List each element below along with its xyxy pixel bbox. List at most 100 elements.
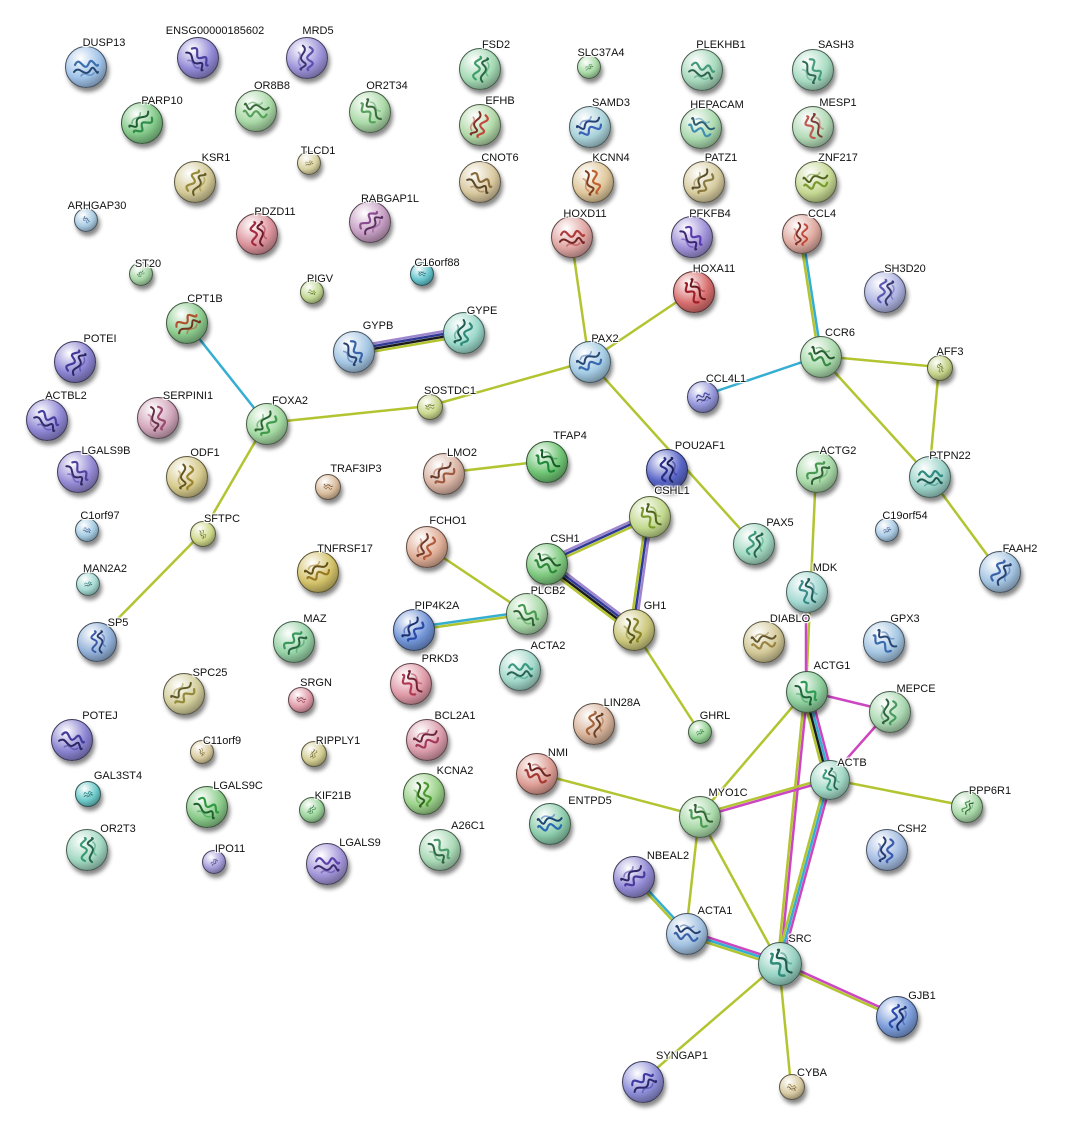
node-LIN28A[interactable] bbox=[573, 703, 615, 745]
node-DIABLO[interactable] bbox=[743, 621, 785, 663]
node-PLEKHB1[interactable] bbox=[681, 49, 723, 91]
node-POTEI[interactable] bbox=[54, 341, 96, 383]
node-MESP1[interactable] bbox=[792, 106, 834, 148]
node-PIGV[interactable] bbox=[300, 280, 324, 304]
node-TLCD1[interactable] bbox=[297, 151, 321, 175]
node-AFF3[interactable] bbox=[927, 355, 953, 381]
node-CSH1[interactable] bbox=[526, 543, 568, 585]
node-SRC[interactable] bbox=[758, 942, 802, 986]
node-CCL4L1[interactable] bbox=[687, 381, 719, 413]
node-CNOT6[interactable] bbox=[459, 161, 501, 203]
node-CPT1B[interactable] bbox=[166, 302, 208, 344]
node-GH1[interactable] bbox=[613, 609, 655, 651]
edge-ACTG1-MYO1C[interactable] bbox=[698, 690, 807, 817]
node-GHRL[interactable] bbox=[688, 720, 712, 744]
node-SYNGAP1[interactable] bbox=[622, 1061, 664, 1103]
node-NBEAL2[interactable] bbox=[613, 856, 655, 898]
node-GJB1[interactable] bbox=[876, 996, 918, 1038]
node-HOXD11[interactable] bbox=[551, 216, 593, 258]
node-GPX3[interactable] bbox=[863, 621, 905, 663]
node-ARHGAP30[interactable] bbox=[74, 208, 98, 232]
node-PATZ1[interactable] bbox=[683, 161, 725, 203]
node-MAZ[interactable] bbox=[273, 621, 315, 663]
node-ACTB[interactable] bbox=[810, 760, 850, 800]
node-IPO11[interactable] bbox=[202, 850, 226, 874]
node-TFAP4[interactable] bbox=[526, 441, 568, 483]
node-ACTA2[interactable] bbox=[499, 649, 541, 691]
node-MYO1C[interactable] bbox=[679, 796, 721, 838]
node-HEPACAM[interactable] bbox=[680, 107, 722, 149]
node-OR2T34[interactable] bbox=[349, 91, 391, 133]
node-BCL2A1[interactable] bbox=[406, 719, 448, 761]
node-POU2AF1[interactable] bbox=[646, 449, 688, 491]
node-SRGN[interactable] bbox=[288, 687, 314, 713]
node-PIP4K2A[interactable] bbox=[393, 609, 435, 651]
node-OR2T3[interactable] bbox=[66, 829, 108, 871]
node-KCNA2[interactable] bbox=[403, 773, 445, 815]
node-CYBA[interactable] bbox=[779, 1074, 805, 1100]
node-ENTPD5[interactable] bbox=[529, 803, 571, 845]
edge-SFTPC-SP5[interactable] bbox=[95, 532, 203, 642]
node-DUSP13[interactable] bbox=[65, 46, 107, 88]
node-C1orf97[interactable] bbox=[75, 518, 99, 542]
node-ST20[interactable] bbox=[129, 262, 153, 286]
node-FSD2[interactable] bbox=[459, 48, 501, 90]
node-MEPCE[interactable] bbox=[869, 691, 911, 733]
edge-CCR6-PTPN22[interactable] bbox=[819, 355, 930, 477]
node-PAX5[interactable] bbox=[733, 523, 775, 565]
node-GAL3ST4[interactable] bbox=[75, 781, 101, 807]
node-LGALS9C[interactable] bbox=[186, 786, 228, 828]
node-EFHB[interactable] bbox=[459, 104, 501, 146]
node-ACTG2[interactable] bbox=[796, 451, 838, 493]
node-SASH3[interactable] bbox=[792, 49, 834, 91]
node-MDK[interactable] bbox=[786, 571, 828, 613]
node-LGALS9B[interactable] bbox=[57, 451, 99, 493]
node-MAN2A2[interactable] bbox=[76, 572, 100, 596]
node-CSHL1[interactable] bbox=[629, 496, 671, 538]
node-ENSG00000185602[interactable] bbox=[177, 37, 219, 79]
node-SPC25[interactable] bbox=[163, 673, 205, 715]
node-SERPINI1[interactable] bbox=[137, 397, 179, 439]
edge-FOXA2-SOSTDC1[interactable] bbox=[265, 404, 430, 425]
edge-ACTG1-SRC[interactable] bbox=[776, 690, 806, 963]
node-KSR1[interactable] bbox=[174, 161, 216, 203]
node-PTPN22[interactable] bbox=[909, 456, 951, 498]
node-ACTG1[interactable] bbox=[786, 671, 828, 713]
node-SP5[interactable] bbox=[77, 622, 117, 662]
node-SFTPC[interactable] bbox=[190, 521, 216, 547]
node-SOSTDC1[interactable] bbox=[417, 394, 443, 420]
node-C19orf54[interactable] bbox=[875, 518, 899, 542]
edge-ACTB-PPP6R1[interactable] bbox=[828, 777, 967, 808]
node-RABGAP1L[interactable] bbox=[349, 201, 391, 243]
node-NMI[interactable] bbox=[516, 753, 558, 795]
node-GYPE[interactable] bbox=[443, 312, 485, 354]
edge-ACTB-SRC[interactable] bbox=[780, 779, 833, 965]
node-FCHO1[interactable] bbox=[406, 526, 448, 568]
edge-SOSTDC1-PAX2[interactable] bbox=[428, 359, 590, 408]
node-CCL4[interactable] bbox=[782, 214, 822, 254]
node-PPP6R1[interactable] bbox=[951, 791, 983, 823]
node-A26C1[interactable] bbox=[419, 829, 461, 871]
node-GYPB[interactable] bbox=[333, 331, 375, 373]
node-SLC37A4[interactable] bbox=[577, 55, 601, 79]
node-KIF21B[interactable] bbox=[299, 797, 325, 823]
node-SAMD3[interactable] bbox=[569, 106, 611, 148]
node-PARP10[interactable] bbox=[121, 102, 163, 144]
edge-ACTG1-SRC[interactable] bbox=[779, 691, 809, 964]
node-MRD5[interactable] bbox=[286, 37, 328, 79]
edge-ACTB-MYO1C[interactable] bbox=[699, 779, 830, 819]
node-PAX2[interactable] bbox=[569, 341, 611, 383]
node-PFKFB4[interactable] bbox=[671, 216, 713, 258]
node-FAAH2[interactable] bbox=[979, 551, 1021, 593]
node-CCR6[interactable] bbox=[800, 336, 842, 378]
node-OR8B8[interactable] bbox=[235, 90, 277, 132]
node-C16orf88[interactable] bbox=[410, 262, 434, 286]
edge-ACTB-SRC[interactable] bbox=[775, 777, 828, 963]
edge-ACTB-MYO1C[interactable] bbox=[698, 776, 829, 816]
node-SH3D20[interactable] bbox=[864, 271, 906, 313]
node-ACTA1[interactable] bbox=[666, 913, 708, 955]
node-CSH2[interactable] bbox=[866, 829, 908, 871]
node-PDZD11[interactable] bbox=[236, 213, 278, 255]
edge-SRC-SYNGAP1[interactable] bbox=[641, 962, 780, 1082]
node-PRKD3[interactable] bbox=[390, 663, 432, 705]
